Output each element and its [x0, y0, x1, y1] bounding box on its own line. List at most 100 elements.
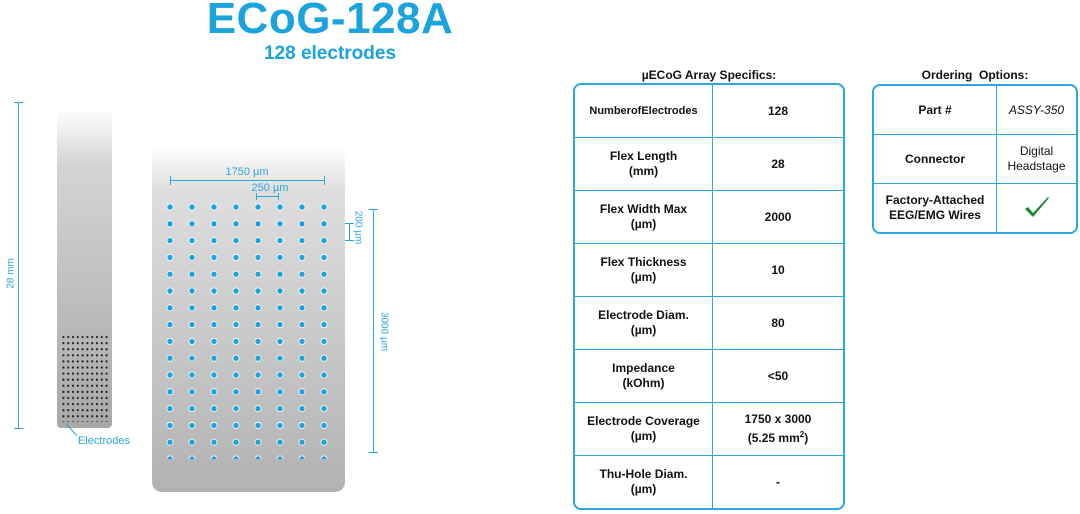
spec-value: 80 [713, 297, 843, 350]
length-dimension-tick-top [14, 102, 23, 103]
pitch-dimension-line [256, 196, 278, 197]
electrode [254, 287, 262, 295]
electrode [254, 405, 262, 413]
electrode [254, 455, 262, 459]
product-subtitle: 128 electrodes [263, 43, 397, 64]
electrode [166, 455, 174, 459]
electrode [232, 371, 240, 379]
electrode [254, 220, 262, 228]
spec-value: 2000 [713, 191, 843, 244]
electrode [320, 203, 328, 211]
spec-label: Electrode Diam. (µm) [575, 297, 713, 350]
table-row: Part # ASSY-350 [874, 86, 1076, 135]
electrode [188, 388, 196, 396]
electrode [298, 405, 306, 413]
electrode [254, 203, 262, 211]
electrode [232, 253, 240, 261]
table-row: Thu-Hole Diam. (µm) - [575, 456, 843, 508]
electrode [276, 405, 284, 413]
electrode [166, 421, 174, 429]
electrode [166, 354, 174, 362]
table-row: NumberofElectrodes 128 [575, 85, 843, 138]
electrode [210, 270, 218, 278]
height-dimension-line [373, 209, 374, 452]
width-dimension-label: 1750 µm [225, 166, 269, 178]
specs-table-title: µECoG Array Specifics: [641, 68, 777, 82]
spec-value: <50 [713, 350, 843, 403]
electrode [298, 371, 306, 379]
electrode [320, 270, 328, 278]
electrode [254, 388, 262, 396]
table-row: Flex Thickness (µm) 10 [575, 244, 843, 297]
electrode [254, 237, 262, 245]
table-row: Electrode Coverage (µm) 1750 x 3000 (5.2… [575, 403, 843, 456]
electrode [320, 220, 328, 228]
coverage-area: (5.25 mm [747, 431, 800, 445]
row-pitch-tick-top [345, 223, 354, 224]
electrode [210, 337, 218, 345]
electrode [232, 304, 240, 312]
electrode [188, 270, 196, 278]
electrode [166, 438, 174, 446]
electrode [210, 287, 218, 295]
electrode [298, 237, 306, 245]
electrode [320, 321, 328, 329]
electrode [188, 203, 196, 211]
specs-table: NumberofElectrodes 128 Flex Length (mm) … [573, 83, 845, 510]
table-row: Impedance (kOhm) <50 [575, 350, 843, 403]
electrode [276, 455, 284, 459]
electrode [276, 388, 284, 396]
electrode [232, 321, 240, 329]
width-dimension-line [170, 180, 324, 181]
spec-label: Flex Length (mm) [575, 138, 713, 191]
electrode [276, 270, 284, 278]
array-flex-zoom [152, 146, 345, 492]
height-dimension-tick-bottom [369, 452, 378, 453]
order-label: Connector [874, 135, 997, 184]
spec-value: 128 [713, 85, 843, 138]
electrode [166, 237, 174, 245]
electrode [276, 287, 284, 295]
electrode [320, 253, 328, 261]
electrode [320, 354, 328, 362]
electrode [166, 337, 174, 345]
electrode [298, 354, 306, 362]
electrode [166, 371, 174, 379]
electrode [166, 405, 174, 413]
spec-value-coverage: 1750 x 3000 (5.25 mm2) [713, 403, 843, 456]
electrode [188, 304, 196, 312]
order-label: Part # [874, 86, 997, 135]
part-number-value: ASSY-350 [997, 86, 1076, 135]
row-pitch-dimension-label: 200 µm [352, 210, 364, 245]
electrode [276, 438, 284, 446]
electrode [188, 438, 196, 446]
electrode [320, 287, 328, 295]
electrode [210, 304, 218, 312]
electrode [320, 337, 328, 345]
electrode [254, 304, 262, 312]
electrode [298, 421, 306, 429]
electrode [232, 220, 240, 228]
spec-value: - [776, 474, 780, 489]
electrode [232, 337, 240, 345]
electrode [188, 371, 196, 379]
electrode [276, 220, 284, 228]
electrode [276, 371, 284, 379]
electrode [166, 203, 174, 211]
ordering-table: Part # ASSY-350 Connector Digital Headst… [872, 84, 1078, 234]
electrode [210, 203, 218, 211]
electrode [298, 388, 306, 396]
spec-label: Impedance (kOhm) [575, 350, 713, 403]
electrode [298, 455, 306, 459]
electrode [166, 270, 174, 278]
electrode [166, 220, 174, 228]
electrode [166, 304, 174, 312]
checkmark-icon [997, 184, 1076, 232]
spec-label: Flex Width Max (µm) [575, 191, 713, 244]
table-row: Electrode Diam. (µm) 80 [575, 297, 843, 350]
electrode [188, 337, 196, 345]
electrode [232, 287, 240, 295]
electrodes-label: Electrodes [78, 435, 130, 447]
electrode [188, 354, 196, 362]
product-title: ECoG-128A [206, 0, 454, 43]
